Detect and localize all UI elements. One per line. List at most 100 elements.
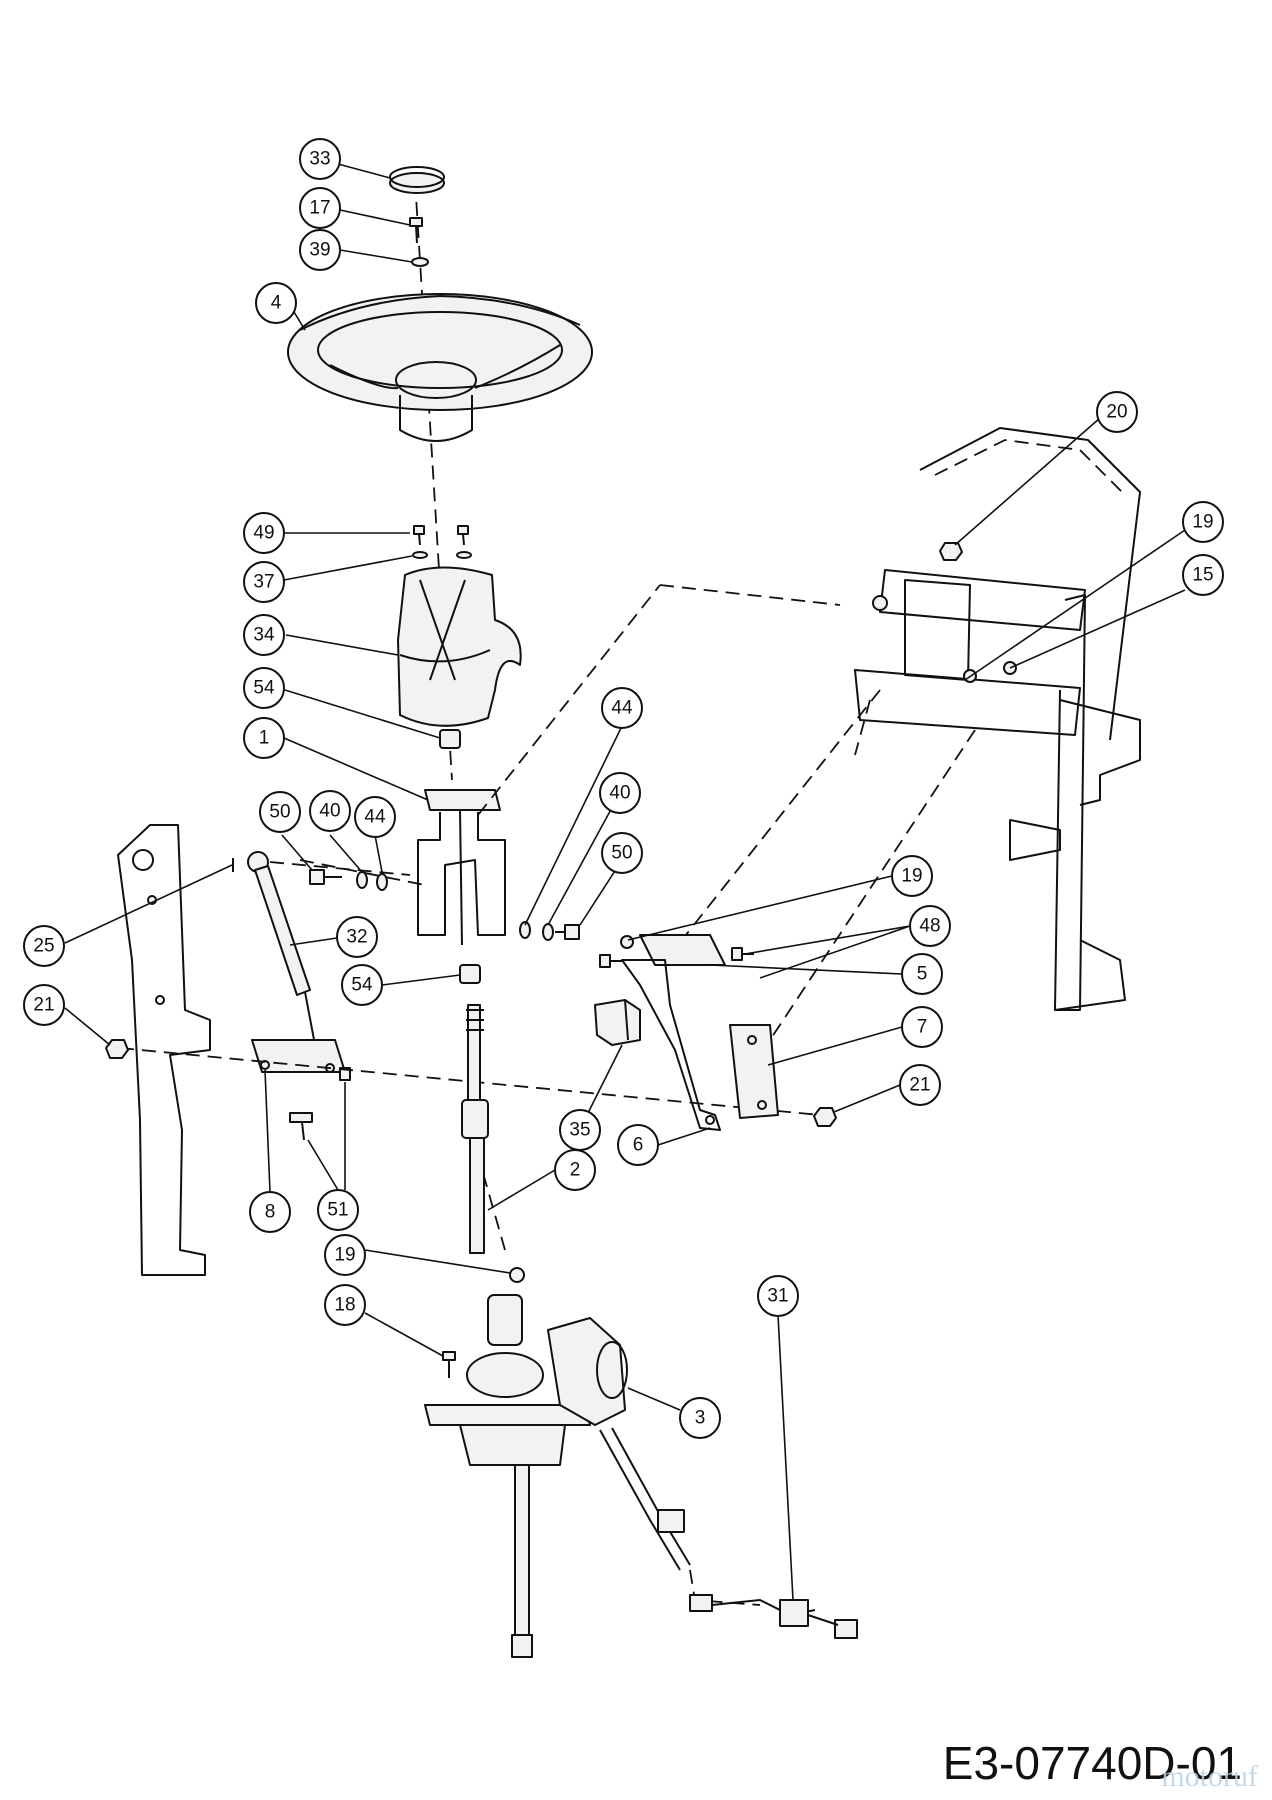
part-washer-39 xyxy=(411,257,429,267)
callout-21b: 21 xyxy=(899,1064,941,1106)
callout-18: 18 xyxy=(324,1284,366,1326)
callout-3: 3 xyxy=(679,1397,721,1439)
part-bolt-17 xyxy=(409,217,423,244)
part-wiring-harness xyxy=(599,1427,858,1639)
callout-40b: 40 xyxy=(599,772,641,814)
leader-48a xyxy=(744,925,911,955)
leader-54a xyxy=(284,689,441,739)
leader-44b xyxy=(374,834,383,873)
callout-31: 31 xyxy=(757,1275,799,1317)
frame-to-bracket-line-1 xyxy=(669,689,881,956)
part-bushing-54-upper xyxy=(439,729,461,749)
part-pin-18 xyxy=(442,1351,456,1378)
callout-35: 35 xyxy=(559,1109,601,1151)
callout-33: 33 xyxy=(299,138,341,180)
part-steering-wheel xyxy=(287,293,593,442)
cross-line-21 xyxy=(119,1047,821,1116)
part-nut-19-lower xyxy=(509,1267,525,1283)
leader-8 xyxy=(264,1069,271,1193)
callout-7: 7 xyxy=(901,1006,943,1048)
leader-40b xyxy=(547,792,621,926)
svg-text:31: 31 xyxy=(767,1286,788,1307)
leader-18 xyxy=(364,1312,444,1357)
leader-44a xyxy=(524,725,623,926)
spring-to-bracket-line xyxy=(269,861,411,876)
callout-25: 25 xyxy=(23,925,65,967)
leader-19b xyxy=(627,875,893,941)
part-pivot-bracket xyxy=(251,1039,346,1073)
callout-54b: 54 xyxy=(341,964,383,1006)
leader-6 xyxy=(657,1127,711,1146)
svg-text:34: 34 xyxy=(253,625,275,646)
callout-44a: 44 xyxy=(601,687,643,729)
part-hardware-right xyxy=(519,921,580,941)
leader-37 xyxy=(283,555,413,581)
svg-text:49: 49 xyxy=(253,523,274,544)
svg-text:19: 19 xyxy=(901,866,922,887)
svg-text:15: 15 xyxy=(1192,565,1213,586)
part-mount-plate xyxy=(729,1024,779,1119)
callout-44b: 44 xyxy=(354,796,396,838)
part-nut-20 xyxy=(939,542,963,561)
leader-5 xyxy=(709,964,903,975)
part-washers-37 xyxy=(412,551,472,559)
leader-2 xyxy=(487,1169,556,1211)
part-steering-shroud xyxy=(397,566,522,727)
callout-37: 37 xyxy=(243,561,285,603)
svg-text:21: 21 xyxy=(33,995,54,1016)
svg-text:4: 4 xyxy=(271,293,282,314)
svg-text:25: 25 xyxy=(33,936,54,957)
callout-54a: 54 xyxy=(243,667,285,709)
leader-48b xyxy=(759,925,911,979)
leader-7 xyxy=(767,1026,903,1066)
svg-text:19: 19 xyxy=(334,1245,355,1266)
leader-19a xyxy=(964,529,1186,681)
svg-text:32: 32 xyxy=(346,927,367,948)
part-bushing-54-lower xyxy=(459,964,481,984)
svg-text:20: 20 xyxy=(1106,402,1127,423)
leader-39 xyxy=(339,249,413,263)
callout-8: 8 xyxy=(249,1191,291,1233)
svg-text:19: 19 xyxy=(1192,512,1213,533)
leader-21b xyxy=(833,1084,901,1113)
callout-32: 32 xyxy=(336,916,378,958)
callout-19c: 19 xyxy=(324,1234,366,1276)
svg-text:2: 2 xyxy=(570,1160,581,1181)
part-steering-gearbox xyxy=(424,1294,628,1658)
part-left-side-frame xyxy=(117,824,211,1276)
leader-33 xyxy=(337,163,391,179)
svg-text:8: 8 xyxy=(265,1202,276,1223)
callout-51: 51 xyxy=(317,1189,359,1231)
svg-text:1: 1 xyxy=(259,728,270,749)
part-steering-shaft xyxy=(461,1004,489,1254)
part-rubber-block xyxy=(594,999,641,1046)
part-bolts-51 xyxy=(289,1067,351,1141)
svg-text:50: 50 xyxy=(611,843,632,864)
svg-text:18: 18 xyxy=(334,1295,355,1316)
bracket-to-frame-line xyxy=(477,584,661,816)
svg-text:21: 21 xyxy=(909,1075,930,1096)
leader-32 xyxy=(289,937,338,946)
callout-19b: 19 xyxy=(891,855,933,897)
callout-5: 5 xyxy=(901,953,943,995)
svg-text:54: 54 xyxy=(253,678,275,699)
leader-51a xyxy=(307,1139,339,1191)
frame-top-line xyxy=(659,584,841,606)
steering-axis-upper xyxy=(414,179,453,781)
callout-49: 49 xyxy=(243,512,285,554)
callout-39: 39 xyxy=(299,229,341,271)
svg-text:37: 37 xyxy=(253,572,274,593)
svg-text:6: 6 xyxy=(633,1135,644,1156)
part-column-bracket xyxy=(417,789,506,946)
leader-20 xyxy=(954,417,1101,546)
leader-1 xyxy=(283,737,429,801)
leader-50a xyxy=(281,834,313,871)
callout-6: 6 xyxy=(617,1124,659,1166)
part-bolts-49 xyxy=(413,525,469,546)
callout-50b: 50 xyxy=(601,832,643,874)
leader-35 xyxy=(586,1044,623,1116)
svg-text:35: 35 xyxy=(569,1120,590,1141)
callout-15: 15 xyxy=(1182,554,1224,596)
part-right-frame xyxy=(854,427,1141,1011)
